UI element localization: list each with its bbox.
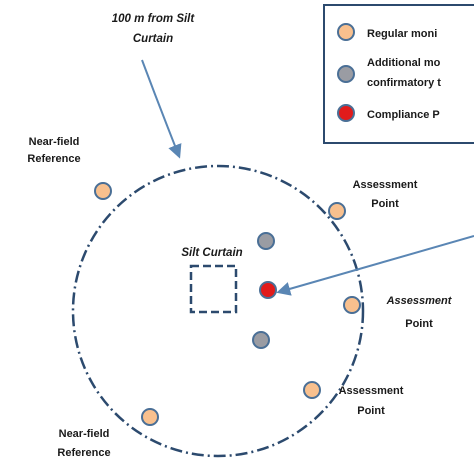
assessment-3-line1: Assessment [339, 385, 404, 397]
compliance-arrow [276, 235, 474, 296]
legend-additional-label: Additional mo [367, 57, 441, 69]
near-field-bottom-line1: Near-field [59, 428, 110, 440]
assessment-3-line2: Point [357, 405, 385, 417]
legend-compliance-icon [337, 104, 355, 122]
hundred-m-label-line1: 100 m from Silt [112, 13, 196, 25]
legend: Regular moni Additional mo confirmatory … [323, 4, 474, 144]
assessment-2-line2: Point [405, 318, 433, 330]
silt-curtain-label: Silt Curtain [181, 247, 242, 259]
hundred-m-ring [71, 164, 365, 458]
near-field-top-line1: Near-field [29, 136, 80, 148]
hundred-m-arrow [141, 59, 182, 159]
legend-compliance-label: Compliance P [367, 109, 440, 121]
compliance-point [259, 281, 277, 299]
assessment-point-1 [328, 202, 346, 220]
near-field-top-line2: Reference [27, 153, 80, 165]
additional-point-bottom [252, 331, 270, 349]
near-field-bottom-line2: Reference [57, 447, 110, 459]
assessment-1-line2: Point [371, 198, 399, 210]
additional-point-top [257, 232, 275, 250]
legend-additional-icon [337, 65, 355, 83]
near-field-reference-bottom-point [141, 408, 159, 426]
assessment-point-2 [343, 296, 361, 314]
legend-additional-label-line2: confirmatory t [367, 77, 441, 89]
assessment-point-3 [303, 381, 321, 399]
near-field-reference-top-point [94, 182, 112, 200]
hundred-m-label-line2: Curtain [133, 33, 173, 45]
silt-curtain-box [189, 264, 238, 314]
assessment-2-line1: Assessment [386, 295, 453, 307]
legend-regular-label: Regular moni [367, 28, 437, 40]
legend-regular-icon [337, 23, 355, 41]
assessment-1-line1: Assessment [353, 179, 418, 191]
